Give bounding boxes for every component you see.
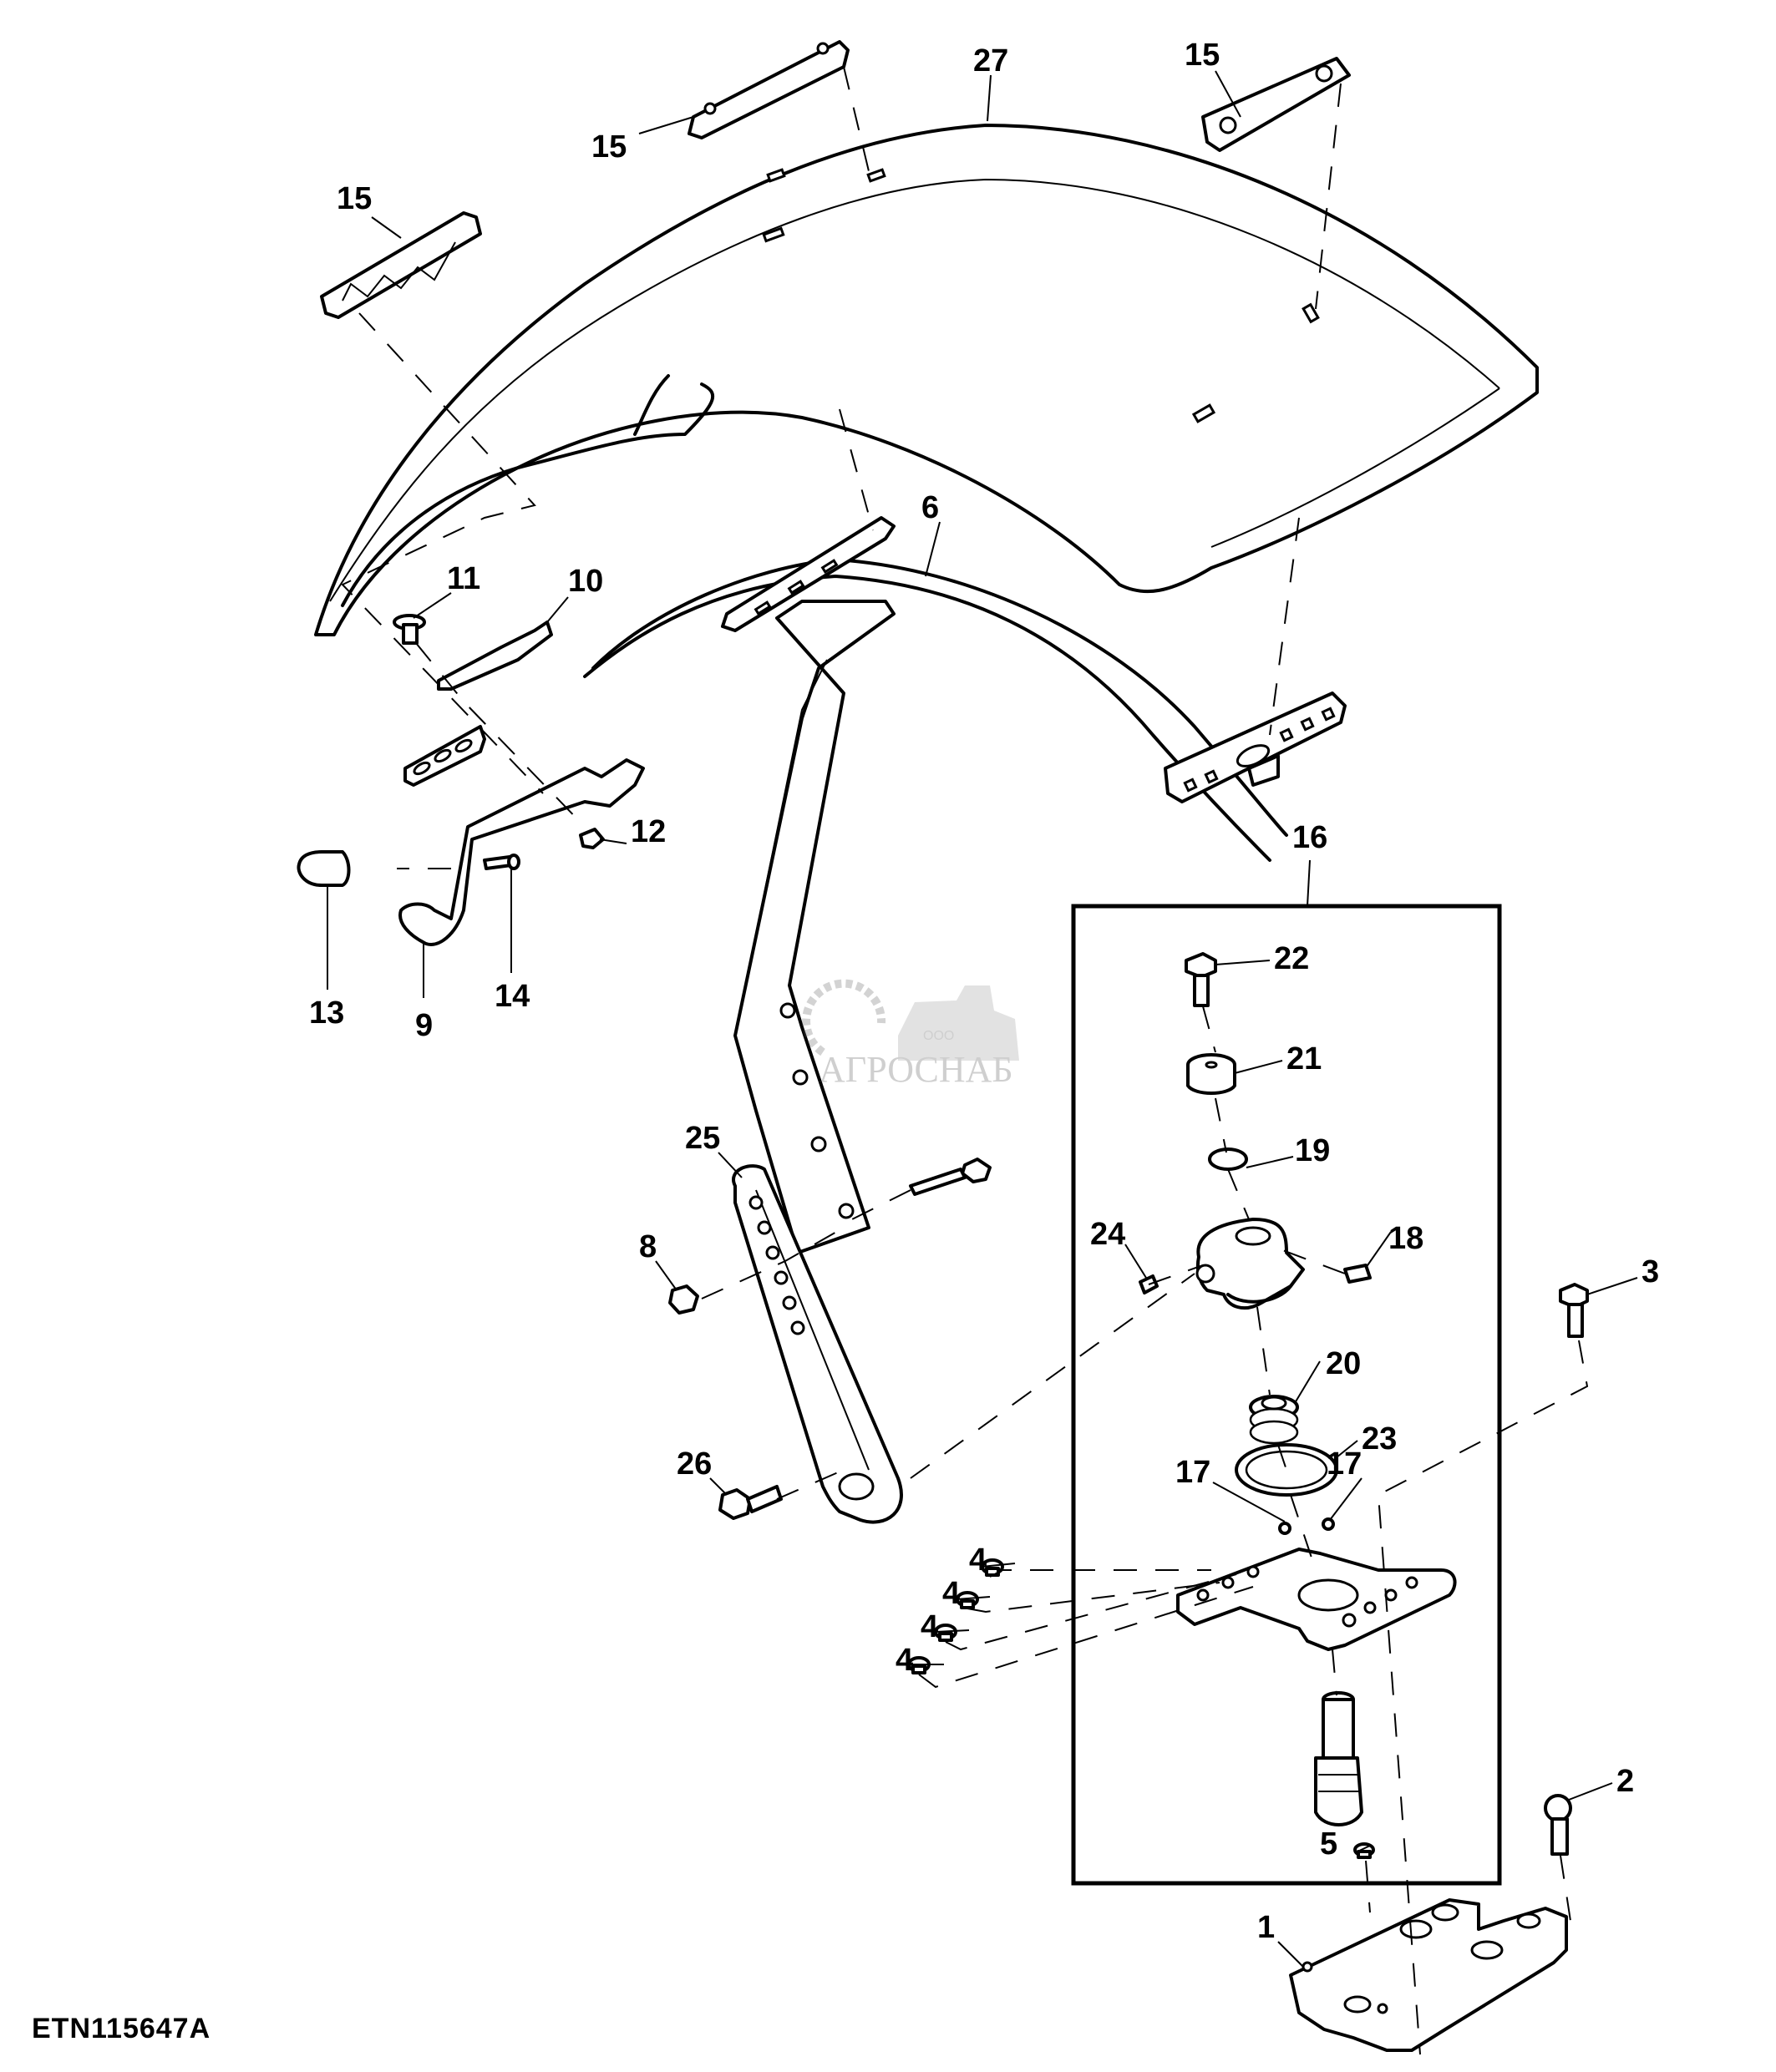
screw-part-11	[393, 614, 426, 645]
callout-labels: 27 15 15 15 6 11 10 12 13 9 14 16 22 21 …	[309, 38, 1659, 1945]
nut-part-8	[668, 1284, 699, 1315]
callout-11: 11	[447, 561, 480, 596]
fitting-part-18	[1343, 1264, 1372, 1284]
kit-16-box	[1071, 904, 1502, 1886]
callout-27: 27	[973, 43, 1008, 79]
stay-part-15-left	[320, 211, 482, 319]
kingpin	[1314, 1691, 1363, 1826]
callout-17: 17	[1327, 1446, 1362, 1482]
stay-part-15-top	[688, 40, 850, 139]
callout-6: 6	[921, 490, 939, 525]
callout-14: 14	[495, 979, 530, 1014]
combine-harvester-icon	[898, 985, 1019, 1061]
callout-22: 22	[1274, 941, 1309, 976]
watermark-prefix: ООО	[923, 1029, 954, 1043]
nut-part-12	[579, 828, 605, 849]
callout-15: 15	[337, 181, 372, 216]
callout-21: 21	[1286, 1041, 1322, 1077]
link-arm-part-25	[732, 1164, 903, 1524]
base-plate-part-1	[1289, 1898, 1568, 2052]
callout-4: 4	[969, 1543, 987, 1578]
frame-part-6	[583, 558, 1288, 1254]
callout-5: 5	[1320, 1826, 1337, 1862]
bracket-right	[1164, 692, 1347, 803]
cap-part-13	[297, 850, 351, 887]
bracket-top	[721, 516, 896, 632]
callout-8: 8	[639, 1229, 657, 1264]
callout-2: 2	[1616, 1764, 1634, 1799]
o-ring-part-19	[1208, 1147, 1248, 1171]
callout-23: 23	[1362, 1421, 1397, 1456]
callout-20: 20	[1326, 1346, 1361, 1381]
callout-26: 26	[677, 1446, 712, 1482]
callout-9: 9	[415, 1008, 433, 1043]
callout-15: 15	[591, 129, 627, 165]
callout-24: 24	[1090, 1217, 1125, 1252]
callout-17: 17	[1175, 1455, 1210, 1490]
bushing-part-21	[1186, 1053, 1236, 1095]
pin-part-17-right	[1322, 1517, 1335, 1531]
leader-lines	[327, 70, 1638, 1968]
bracket-part-9	[398, 758, 645, 946]
callout-12: 12	[631, 814, 666, 849]
cap-part-4-b	[956, 1591, 979, 1609]
bracket-lower-left	[403, 725, 486, 787]
callout-10: 10	[568, 564, 603, 599]
long-bolt	[909, 1158, 992, 1196]
pivot-housing	[1195, 1218, 1305, 1310]
spring-part-20	[1249, 1395, 1299, 1445]
figure-id: ETN115647A	[32, 2013, 211, 2044]
pin-part-17-left	[1278, 1522, 1291, 1535]
callout-4: 4	[921, 1609, 938, 1644]
callout-1: 1	[1257, 1910, 1275, 1945]
callout-13: 13	[309, 995, 344, 1031]
assembly-lines	[341, 66, 1589, 2055]
bolt-part-22	[1185, 952, 1217, 1007]
screw-part-14	[483, 854, 520, 870]
watermark-brand: АГРОСНАБ	[819, 1049, 1013, 1090]
callout-25: 25	[685, 1121, 720, 1156]
callout-15: 15	[1185, 38, 1220, 73]
cap-part-4-c	[934, 1624, 957, 1642]
bolt-part-3	[1559, 1283, 1589, 1338]
mount-plate	[1176, 1548, 1457, 1651]
callout-4: 4	[942, 1576, 960, 1611]
bolt-part-2	[1544, 1794, 1572, 1856]
stay-part-15-right	[1201, 57, 1351, 152]
callout-16: 16	[1292, 820, 1327, 855]
callout-4: 4	[896, 1643, 913, 1678]
gear-icon	[802, 979, 886, 1056]
callout-18: 18	[1388, 1221, 1423, 1256]
callout-3: 3	[1642, 1254, 1659, 1289]
bracket-part-10	[437, 621, 553, 691]
watermark-logo: ООО АГРОСНАБ	[802, 979, 1019, 1090]
callout-19: 19	[1295, 1133, 1330, 1168]
fender-part-27	[314, 124, 1539, 636]
seal-part-23	[1235, 1443, 1338, 1497]
bolt-part-26	[718, 1485, 783, 1520]
